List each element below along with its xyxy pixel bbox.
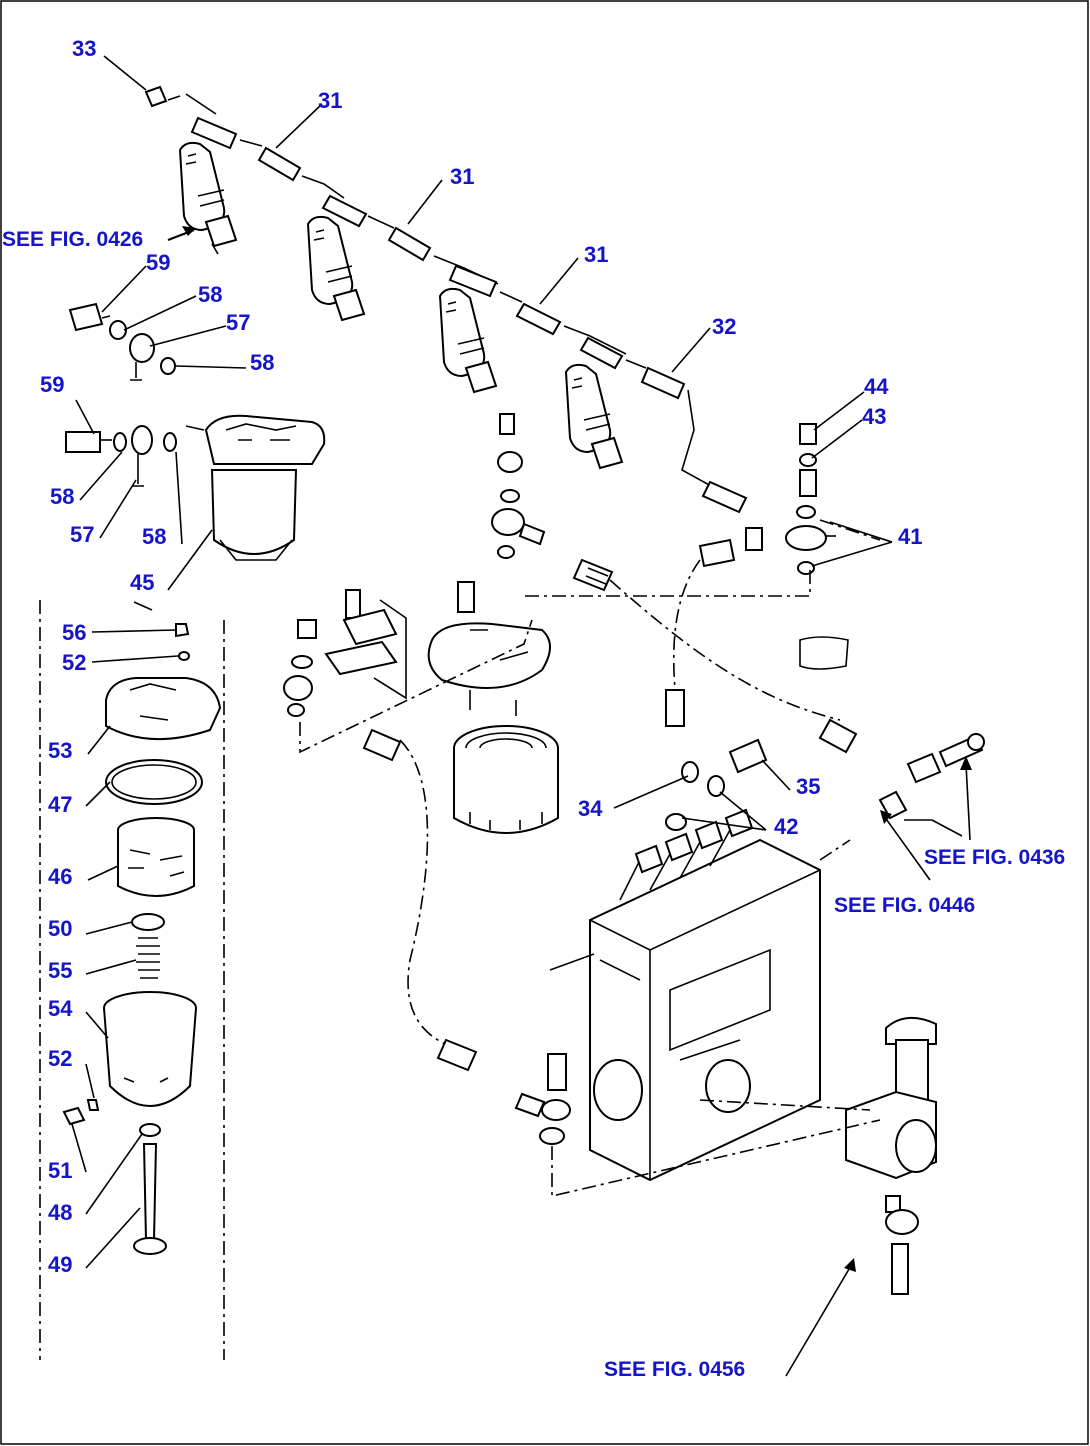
callout-58: 58 xyxy=(198,282,222,307)
callout-49: 49 xyxy=(48,1252,72,1277)
fuel-filter-assembly xyxy=(185,414,326,561)
callout-58: 58 xyxy=(50,484,74,509)
feed-fittings xyxy=(665,733,985,831)
right-banjo xyxy=(745,423,836,575)
callout-32: 32 xyxy=(712,314,736,339)
reference-fig-0446[interactable]: SEE FIG. 0446 xyxy=(834,894,975,917)
callout-33: 33 xyxy=(72,36,96,61)
injector-3 xyxy=(438,287,498,394)
center-filter-head xyxy=(283,581,559,834)
callout-56: 56 xyxy=(62,620,86,645)
reference-fig-0426[interactable]: SEE FIG. 0426 xyxy=(2,228,143,251)
callout-41: 41 xyxy=(898,524,922,549)
callout-35: 35 xyxy=(796,774,820,799)
callout-53: 53 xyxy=(48,738,72,763)
reference-arrows xyxy=(167,226,972,1272)
callout-58: 58 xyxy=(250,350,274,375)
injector-2 xyxy=(306,215,366,322)
reference-fig-0436[interactable]: SEE FIG. 0436 xyxy=(924,846,1065,869)
callout-45: 45 xyxy=(130,570,154,595)
callout-59: 59 xyxy=(146,250,170,275)
banjo-upper xyxy=(68,302,176,381)
callout-55: 55 xyxy=(48,958,72,983)
leak-off-line xyxy=(144,85,748,514)
pump-inlet-banjo xyxy=(514,1053,571,1145)
leader-lines xyxy=(71,55,971,1377)
callout-31: 31 xyxy=(450,164,474,189)
reference-fig-0456[interactable]: SEE FIG. 0456 xyxy=(604,1358,745,1381)
injector-4 xyxy=(564,363,624,470)
callout-31: 31 xyxy=(584,242,608,267)
callout-50: 50 xyxy=(48,916,72,941)
injector-1 xyxy=(178,141,238,255)
assembly-lines xyxy=(299,519,881,1198)
callout-43: 43 xyxy=(862,404,886,429)
callout-51: 51 xyxy=(48,1158,72,1183)
center-banjo xyxy=(491,413,546,559)
fuel-hoses xyxy=(362,538,858,1072)
callout-57: 57 xyxy=(70,522,94,547)
callout-labels: 33 31 31 31 32 59 58 57 58 59 58 57 58 4… xyxy=(2,36,1065,1381)
callout-59: 59 xyxy=(40,372,64,397)
injection-pump xyxy=(549,808,937,1295)
callout-52: 52 xyxy=(62,650,86,675)
filter-exploded xyxy=(39,600,225,1360)
injector-group xyxy=(144,85,748,514)
callout-57: 57 xyxy=(226,310,250,335)
callout-47: 47 xyxy=(48,792,72,817)
callout-31: 31 xyxy=(318,88,342,113)
callout-44: 44 xyxy=(864,374,889,399)
banjo-lower xyxy=(65,425,177,487)
callout-46: 46 xyxy=(48,864,72,889)
callout-42: 42 xyxy=(774,814,798,839)
callout-54: 54 xyxy=(48,996,73,1021)
callout-34: 34 xyxy=(578,796,603,821)
callout-58: 58 xyxy=(142,524,166,549)
callout-48: 48 xyxy=(48,1200,72,1225)
callout-52: 52 xyxy=(48,1046,72,1071)
